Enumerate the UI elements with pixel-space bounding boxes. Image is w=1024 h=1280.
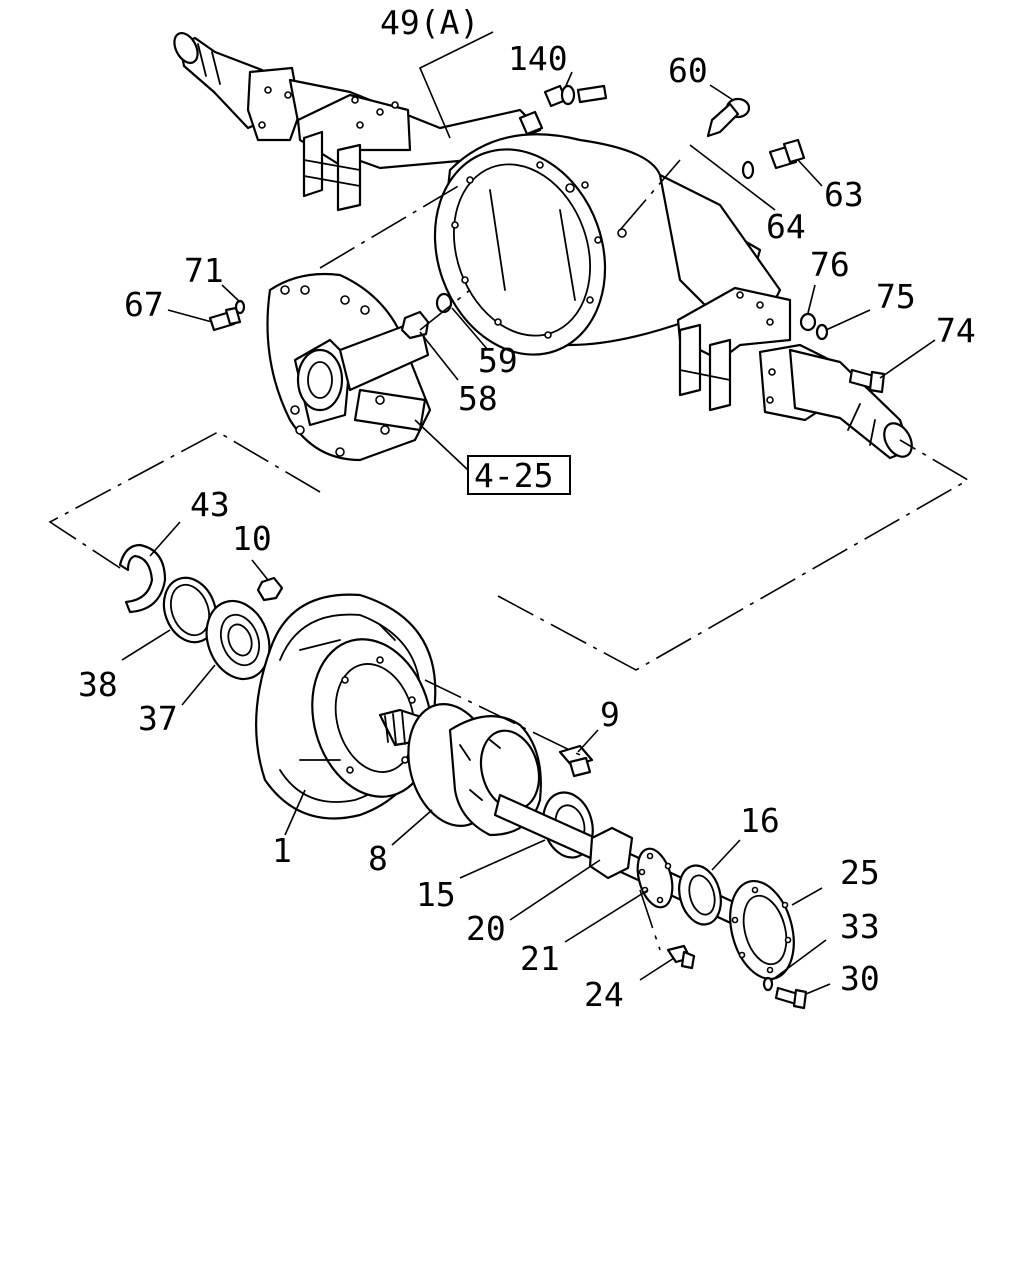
callout-71: 71 bbox=[184, 251, 224, 290]
breather-fitting-140 bbox=[543, 84, 608, 108]
hub-cap-flange-25 bbox=[729, 879, 795, 981]
nut-76 bbox=[799, 312, 817, 332]
callout-15: 15 bbox=[416, 875, 456, 914]
washer-64 bbox=[741, 160, 755, 180]
brake-drum-1 bbox=[255, 593, 437, 820]
callout-63: 63 bbox=[824, 175, 864, 214]
fitting-58 bbox=[400, 310, 430, 340]
leader-lines bbox=[121, 31, 936, 995]
washer-33 bbox=[762, 976, 774, 992]
plug-60 bbox=[706, 97, 751, 138]
callout-60: 60 bbox=[668, 51, 708, 90]
callout-25: 25 bbox=[840, 853, 880, 892]
callout-67: 67 bbox=[124, 285, 164, 324]
callout-21: 21 bbox=[520, 939, 560, 978]
callout-10: 10 bbox=[232, 519, 272, 558]
oil-seal-16 bbox=[678, 864, 722, 926]
axle-housing bbox=[173, 32, 913, 460]
callout-59: 59 bbox=[478, 341, 518, 380]
callout-76: 76 bbox=[810, 245, 850, 284]
nut-10 bbox=[256, 576, 284, 602]
callout-9: 9 bbox=[600, 695, 620, 734]
callout-74: 74 bbox=[936, 311, 976, 350]
callout-38: 38 bbox=[78, 665, 118, 704]
callout-43: 43 bbox=[190, 485, 230, 524]
callout-30: 30 bbox=[840, 959, 880, 998]
callout-8: 8 bbox=[368, 839, 388, 878]
oring-59 bbox=[435, 292, 453, 314]
bolt-30 bbox=[774, 986, 808, 1010]
reference-box-4-25 bbox=[467, 455, 571, 495]
washer-71 bbox=[234, 299, 246, 315]
bolt-24 bbox=[666, 944, 696, 970]
bolt-67 bbox=[208, 306, 242, 332]
callout-4-25: 4-25 bbox=[474, 456, 553, 495]
bolt-63 bbox=[768, 138, 806, 170]
washer-75 bbox=[815, 323, 829, 341]
callout-20: 20 bbox=[466, 909, 506, 948]
callout-16: 16 bbox=[740, 801, 780, 840]
lock-washer-21 bbox=[636, 847, 674, 909]
callout-1: 1 bbox=[272, 831, 292, 870]
seal-38 bbox=[162, 576, 218, 644]
callout-64: 64 bbox=[766, 207, 806, 246]
hub-bolt-9 bbox=[558, 744, 594, 778]
bearing-37 bbox=[205, 599, 271, 681]
brake-backing-plate bbox=[266, 272, 432, 462]
callout-75: 75 bbox=[876, 277, 916, 316]
callout-33: 33 bbox=[840, 907, 880, 946]
callout-140: 140 bbox=[508, 39, 568, 78]
snap-ring-43 bbox=[118, 543, 167, 614]
callout-24: 24 bbox=[584, 975, 624, 1014]
callout-49a: 49(A) bbox=[380, 3, 479, 42]
callout-37: 37 bbox=[138, 699, 178, 738]
callout-58: 58 bbox=[458, 379, 498, 418]
callout-labels: 49(A) 140 60 63 64 76 75 74 71 67 59 58 … bbox=[78, 3, 976, 1014]
phantom-lines bbox=[48, 159, 970, 951]
